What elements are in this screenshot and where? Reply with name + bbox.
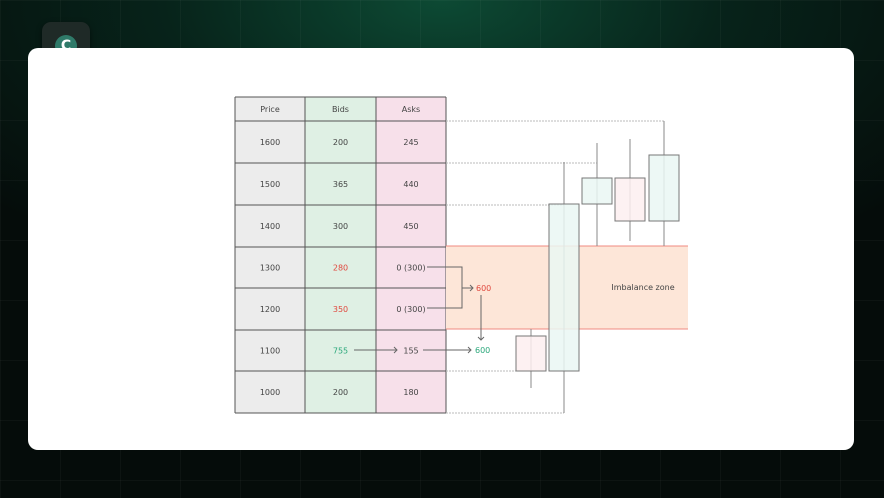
candlesticks bbox=[515, 121, 680, 413]
table-cell-price: 1500 bbox=[260, 180, 280, 189]
table-cell-price: 1200 bbox=[260, 305, 280, 314]
candle-body bbox=[581, 177, 613, 205]
candle-body bbox=[515, 335, 547, 372]
imbalance-zone-label: Imbalance zone bbox=[611, 283, 674, 292]
column-bg bbox=[235, 97, 305, 413]
arrowhead bbox=[477, 336, 485, 341]
column-header: Asks bbox=[402, 105, 420, 114]
candle-body bbox=[614, 177, 646, 222]
column-header: Price bbox=[260, 105, 280, 114]
annotations: 600 600 bbox=[354, 266, 491, 355]
table-cell-bid: 280 bbox=[333, 264, 348, 273]
table-cell-price: 1000 bbox=[260, 388, 280, 397]
table-cell-ask: 440 bbox=[403, 180, 418, 189]
order-book-table: Price Bids Asks 1600 200 245 1500 365 440 1400 300… bbox=[234, 96, 447, 414]
column-bg bbox=[305, 97, 376, 413]
arrowhead bbox=[467, 346, 472, 354]
arrowhead bbox=[469, 284, 474, 292]
table-cell-ask: 155 bbox=[403, 347, 418, 356]
table-cell-ask: 0 (300) bbox=[396, 305, 425, 314]
table-cell-bid: 200 bbox=[333, 388, 348, 397]
table-cell-ask: 0 (300) bbox=[396, 264, 425, 273]
table-cell-ask: 245 bbox=[403, 138, 418, 147]
arrowhead bbox=[393, 346, 398, 354]
connector-lines bbox=[446, 120, 664, 414]
candle-body bbox=[548, 203, 580, 372]
column-bg bbox=[376, 97, 446, 413]
result-value: 600 bbox=[475, 346, 490, 355]
imbalance-sum: 600 bbox=[476, 284, 491, 293]
table-cell-ask: 180 bbox=[403, 388, 418, 397]
candle-body bbox=[648, 154, 680, 222]
column-header: Bids bbox=[332, 105, 349, 114]
table-cell-price: 1600 bbox=[260, 138, 280, 147]
table-cell-price: 1100 bbox=[260, 347, 280, 356]
table-cell-bid: 365 bbox=[333, 180, 348, 189]
table-cell-ask: 450 bbox=[403, 222, 418, 231]
table-cell-bid: 755 bbox=[333, 347, 348, 356]
table-cell-price: 1300 bbox=[260, 264, 280, 273]
table-cell-bid: 350 bbox=[333, 305, 348, 314]
table-cell-bid: 300 bbox=[333, 222, 348, 231]
table-cell-bid: 200 bbox=[333, 138, 348, 147]
table-cell-price: 1400 bbox=[260, 222, 280, 231]
